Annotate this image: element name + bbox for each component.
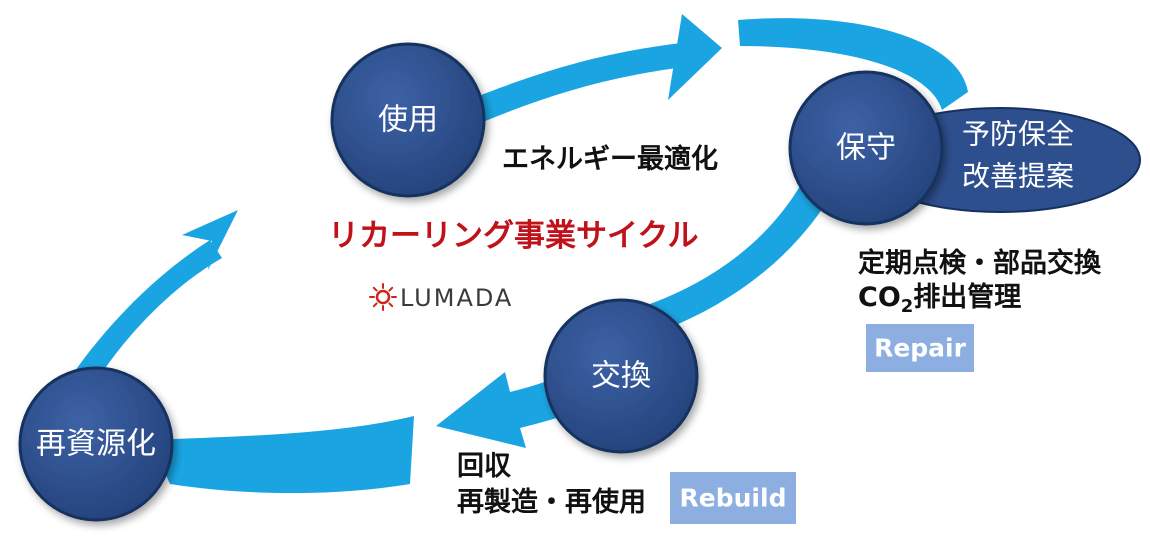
collection-label-line2: 再製造・再使用 [457,487,646,518]
collection-label-line1: 回収 [457,451,512,482]
arrow-band-top [468,42,692,124]
maintenance-bubble-line2: 改善提案 [962,160,1074,193]
arrow-band-right-lower [650,186,834,330]
maintenance-bubble-line1: 予防保全 [962,118,1074,151]
node-use-circle [330,42,486,198]
repair-badge-bg [866,324,974,372]
node-maintenance-circle [788,70,944,226]
node-recycle: 再資源化 [18,366,174,522]
rebuild-badge: Rebuild [670,472,796,524]
co2-suffix: 排出管理 [913,282,1021,313]
node-exchange-label: 交換 [591,359,651,394]
node-maintenance: 保守 [788,70,944,226]
node-recycle-circle [18,366,174,522]
node-use-label: 使用 [378,103,438,138]
rebuild-badge-label: Rebuild [680,484,787,513]
node-recycle-label: 再資源化 [36,427,156,462]
co2-subscript: 2 [901,296,914,317]
arrow-band-left [70,240,222,382]
node-use: 使用 [330,42,486,198]
arrow-band-bottom [150,416,414,494]
inspection-label-line1: 定期点検・部品交換 [858,247,1102,279]
lumada-sun-icon [369,283,397,311]
energy-optimization-label: エネルギー最適化 [502,143,718,175]
inspection-label-line2: CO2排出管理 [858,282,1021,317]
cycle-title: リカーリング事業サイクル [328,218,698,254]
repair-badge: Repair [866,324,974,372]
node-exchange-circle [543,298,699,454]
lumada-logo-text: LUMADA [400,284,513,312]
arrow-band-right [738,18,968,110]
co2-prefix: CO [858,282,901,313]
lumada-logo: LUMADA [369,283,513,312]
arrow-head-left [182,210,238,270]
rebuild-badge-bg [670,472,796,524]
arrow-head-top [668,14,722,100]
node-exchange: 交換 [543,298,699,454]
node-maintenance-label: 保守 [836,131,896,166]
cycle-arrows [70,14,968,494]
repair-badge-label: Repair [874,334,967,363]
